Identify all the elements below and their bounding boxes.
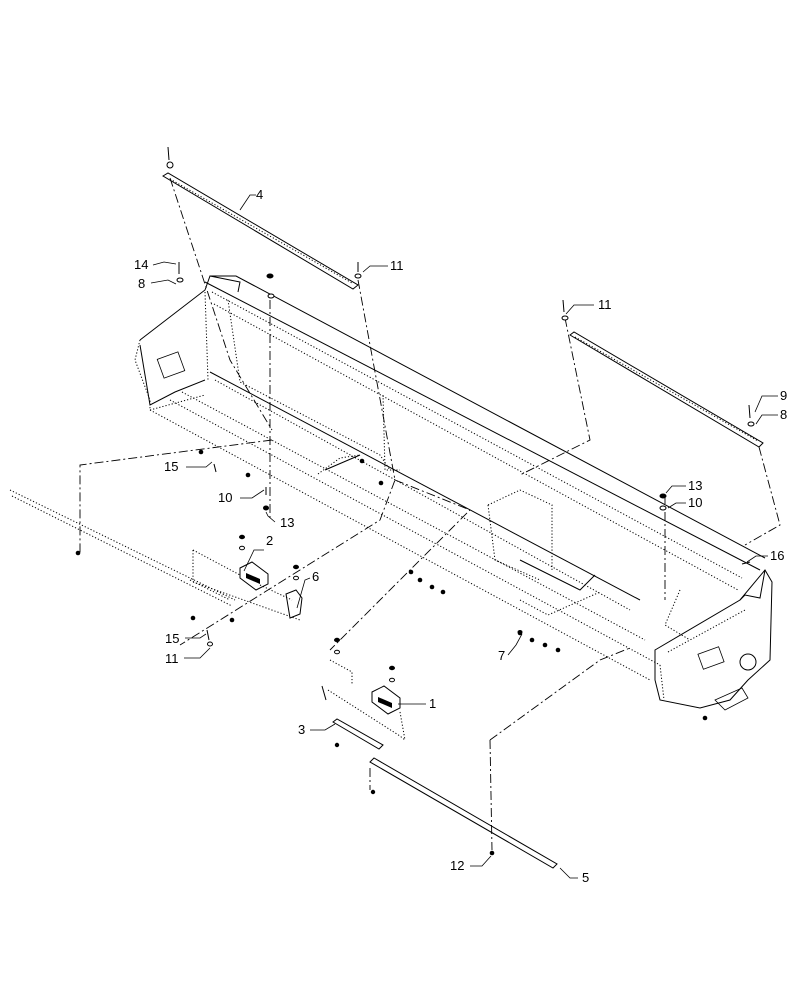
- callout-10: 10: [688, 495, 702, 510]
- callouts: 4 14 8 11 11 9 8 13 10 15 10 13 2 6 15 1…: [134, 187, 787, 885]
- left-strip: [9, 489, 236, 607]
- callout-16: 16: [770, 548, 784, 563]
- callout-9: 9: [780, 388, 787, 403]
- callout-7: 7: [498, 648, 505, 663]
- callout-13: 13: [280, 515, 294, 530]
- part-3-plate: [332, 718, 384, 750]
- hardware: [75, 146, 755, 856]
- callout-15: 15: [164, 459, 178, 474]
- callout-11: 11: [598, 297, 612, 312]
- callout-8: 8: [138, 276, 145, 291]
- part-4-wear-strip: [162, 172, 359, 290]
- part-1-bracket: [327, 659, 406, 741]
- phantom-lines: [79, 177, 781, 851]
- callout-10: 10: [218, 490, 232, 505]
- callout-4: 4: [256, 187, 263, 202]
- upper-right-strip: [569, 331, 764, 448]
- part-2-6-bracket: [192, 549, 303, 621]
- callout-3: 3: [298, 722, 305, 737]
- callout-11: 11: [390, 258, 404, 273]
- header-frame: [134, 275, 773, 711]
- callout-11: 11: [165, 651, 179, 666]
- leader-lines: [150, 194, 778, 879]
- callout-6: 6: [312, 569, 319, 584]
- callout-12: 12: [450, 858, 464, 873]
- part-5-lower-strip: [369, 757, 558, 869]
- callout-5: 5: [582, 870, 589, 885]
- callout-14: 14: [134, 257, 148, 272]
- callout-8: 8: [780, 407, 787, 422]
- callout-15: 15: [165, 631, 179, 646]
- callout-13: 13: [688, 478, 702, 493]
- callout-1: 1: [429, 696, 436, 711]
- callout-2: 2: [266, 533, 273, 548]
